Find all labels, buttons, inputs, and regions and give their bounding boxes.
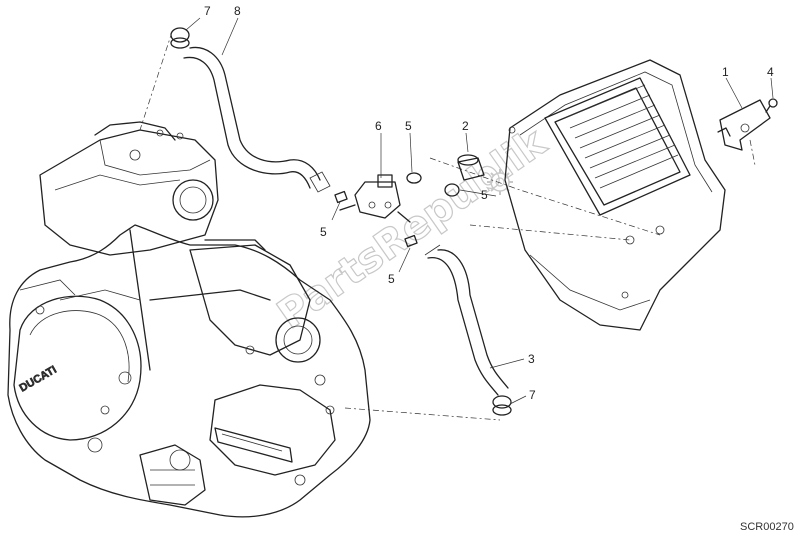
hose-clamp-upper (170, 27, 190, 49)
solenoid-valve (339, 174, 411, 223)
callout-8: 8 (234, 4, 241, 18)
callout-7-lower: 7 (529, 388, 536, 402)
callouts: 7 8 6 5 2 1 4 5 5 5 3 7 (204, 4, 774, 402)
callout-5-lower: 5 (388, 272, 395, 286)
clamp-5-lower (444, 183, 460, 197)
alignment-lines (139, 31, 756, 421)
breather-hose-upper (183, 46, 331, 193)
callout-7-upper: 7 (204, 4, 211, 18)
airbox (504, 59, 726, 331)
watermark: PartsRepublik (269, 118, 556, 339)
clamp-5-upper (406, 172, 422, 184)
connector-sleeve (457, 154, 485, 181)
watermark-text: PartsRepublik (269, 119, 555, 338)
callout-6: 6 (375, 119, 382, 133)
engine-brand-label: DUCATI (18, 364, 59, 395)
breather-hose-lower (424, 244, 509, 396)
filter-mesh (564, 84, 679, 189)
callout-4: 4 (767, 65, 774, 79)
sleeve-b (404, 234, 418, 248)
leader-lines (185, 17, 774, 405)
sleeve-a (334, 190, 348, 204)
callout-3: 3 (528, 352, 535, 366)
diagram-reference-code: SCR00270 (740, 521, 794, 533)
callout-5-left: 5 (320, 225, 327, 239)
watermark-gear-icon (487, 169, 513, 195)
callout-2: 2 (462, 119, 469, 133)
callout-5-right: 5 (481, 188, 488, 202)
mounting-bracket (717, 99, 771, 151)
callout-1: 1 (722, 65, 729, 79)
hose-clamp-lower (492, 395, 512, 416)
mounting-screw (765, 98, 778, 113)
callout-5-top: 5 (405, 119, 412, 133)
